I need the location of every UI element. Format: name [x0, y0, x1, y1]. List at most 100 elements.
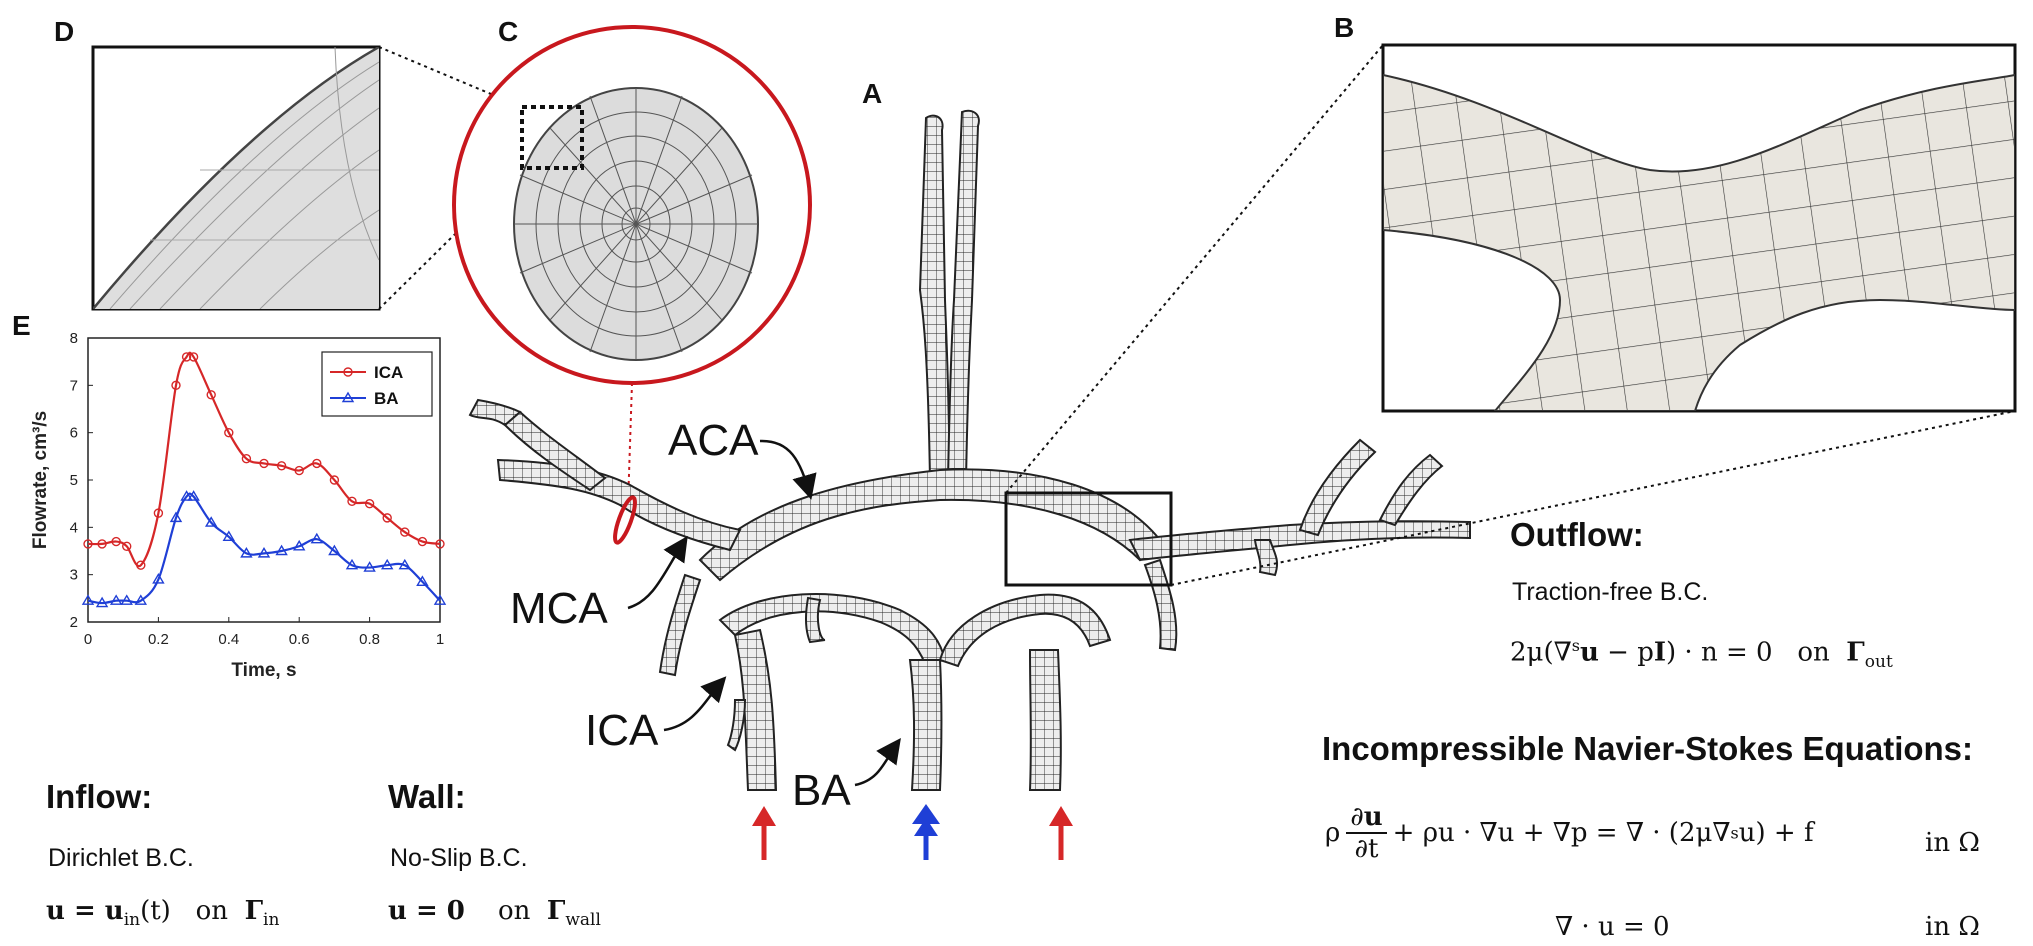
- chart-legend-entry: ICA: [374, 363, 403, 382]
- outflow-eq-suffix: ) · n = 0: [1666, 637, 1773, 668]
- chart-point-ica: [122, 541, 132, 551]
- chart-point-ba: [81, 594, 95, 605]
- chart-point-ba: [152, 573, 165, 584]
- chart-point-ica: [329, 475, 340, 485]
- outflow-eq-on: on: [1797, 637, 1830, 668]
- inflow-arrow-ba: [912, 804, 940, 860]
- chart-y-tick-label: 8: [70, 330, 78, 347]
- chart-point-ica: [224, 427, 234, 438]
- chart-point-ba: [345, 558, 359, 570]
- inflow-boundary-sub: in: [263, 910, 280, 931]
- outflow-eq-prefix: 2μ(∇: [1510, 637, 1572, 668]
- chart-point-ica: [400, 527, 410, 537]
- chart-point-ica: [111, 536, 121, 547]
- chart-x-tick-label: 0.6: [289, 631, 310, 648]
- ns-domain-1: in Ω: [1925, 828, 1980, 858]
- inflow-arrow-left-ica: [752, 806, 776, 860]
- chart-x-tick-label: 0.2: [148, 631, 169, 648]
- panel-label-e: E: [12, 310, 31, 341]
- panel-label-b: B: [1334, 12, 1355, 43]
- chart-y-tick-label: 6: [70, 425, 78, 442]
- label-ba: BA: [792, 766, 851, 815]
- inflow-boundary: Γ: [244, 896, 264, 926]
- chart-point-ica: [294, 465, 304, 476]
- wall-eq: u = 0: [388, 896, 465, 926]
- outflow-boundary: Γ: [1846, 637, 1865, 668]
- panel-b-zoom: [1381, 43, 2017, 413]
- inflow-eq-sub: in: [123, 910, 141, 931]
- chart-point-ba: [169, 511, 183, 523]
- label-ica: ICA: [585, 706, 659, 755]
- chart-point-ba: [416, 575, 429, 586]
- panel-label-c: C: [498, 16, 519, 47]
- navier-stokes-title: Incompressible Navier-Stokes Equations:: [1322, 730, 1974, 767]
- inflow-eq-arg: (t): [140, 896, 171, 926]
- panel-label-a: A: [862, 78, 883, 109]
- inflow-eq: u = u: [46, 896, 124, 926]
- ns-eq1-rhs: + ρu · ∇u + ∇p = ∇ · (2μ∇: [1392, 818, 1731, 848]
- zoom-region-box: [1004, 491, 1173, 587]
- chart-point-ica: [188, 352, 199, 362]
- wall-boundary: Γ: [546, 896, 566, 926]
- chart-point-ba: [310, 532, 324, 544]
- chart-x-axis-label: Time, s: [231, 660, 296, 681]
- chart-point-ba: [363, 561, 376, 572]
- chart-x-tick-label: 0.4: [218, 631, 239, 648]
- chart-point-ica: [417, 536, 428, 547]
- chart-point-ica: [136, 560, 146, 570]
- chart-point-ba: [240, 546, 253, 558]
- chart-point-ba: [204, 516, 218, 527]
- outflow-equation: 2μ(∇su − pI) · n = 0 on Γout: [1510, 636, 1893, 672]
- label-mca: MCA: [510, 584, 608, 633]
- navier-stokes-continuity-eq: ∇ · u = 0: [1555, 912, 1670, 942]
- chart-point-ica: [97, 539, 107, 549]
- chart-y-tick-label: 3: [70, 567, 78, 584]
- chart-point-ba: [180, 490, 193, 501]
- chart-point-ica: [181, 352, 192, 362]
- ns-domain-2: in Ω: [1925, 912, 1980, 942]
- outflow-title: Outflow:: [1510, 516, 1644, 553]
- wall-condition: No-Slip B.C.: [390, 844, 528, 872]
- chart-point-ba: [380, 558, 394, 570]
- chart-point-ica: [435, 539, 445, 549]
- chart-legend-marker: [343, 367, 353, 377]
- chart-point-ba: [187, 490, 200, 501]
- panel-c-cross-section: [452, 25, 812, 385]
- chart-y-tick-label: 2: [70, 614, 78, 631]
- chart-point-ba: [134, 594, 148, 605]
- vessel-network: [468, 109, 1471, 791]
- chart-point-ica: [83, 539, 93, 549]
- chart-point-ica: [276, 461, 287, 471]
- wall-equation: u = 0 on Γwall: [388, 896, 601, 930]
- chart-point-ba: [398, 558, 412, 570]
- chart-point-ba: [257, 546, 271, 558]
- chart-point-ica: [347, 496, 357, 507]
- chart-legend-entry: BA: [374, 389, 399, 408]
- label-aca: ACA: [668, 416, 759, 465]
- chart-point-ba: [275, 544, 288, 556]
- inflow-eq-on: on: [195, 896, 229, 926]
- inflow-arrow-right-ica: [1049, 806, 1073, 860]
- chart-point-ica: [382, 513, 392, 523]
- chart-x-tick-label: 0.8: [359, 631, 380, 648]
- inflow-condition: Dirichlet B.C.: [48, 844, 194, 872]
- chart-point-ica: [259, 458, 269, 469]
- chart-point-ica: [171, 380, 181, 391]
- panel-label-d: D: [54, 16, 75, 47]
- chart-legend: [321, 351, 433, 417]
- chart-point-ba: [433, 594, 447, 605]
- chart-point-ica: [241, 453, 252, 464]
- wall-title: Wall:: [388, 778, 466, 815]
- chart-y-tick-label: 4: [70, 519, 78, 536]
- chart-point-ica: [364, 498, 375, 509]
- chart-point-ba: [95, 596, 109, 608]
- outflow-boundary-sub: out: [1864, 651, 1893, 672]
- inflow-title: Inflow:: [46, 778, 153, 815]
- panel-d-zoom: [91, 45, 381, 311]
- outflow-condition: Traction-free B.C.: [1512, 578, 1709, 606]
- chart-point-ica: [312, 458, 322, 469]
- chart-x-tick-label: 0: [84, 631, 92, 648]
- chart-point-ica: [153, 508, 164, 518]
